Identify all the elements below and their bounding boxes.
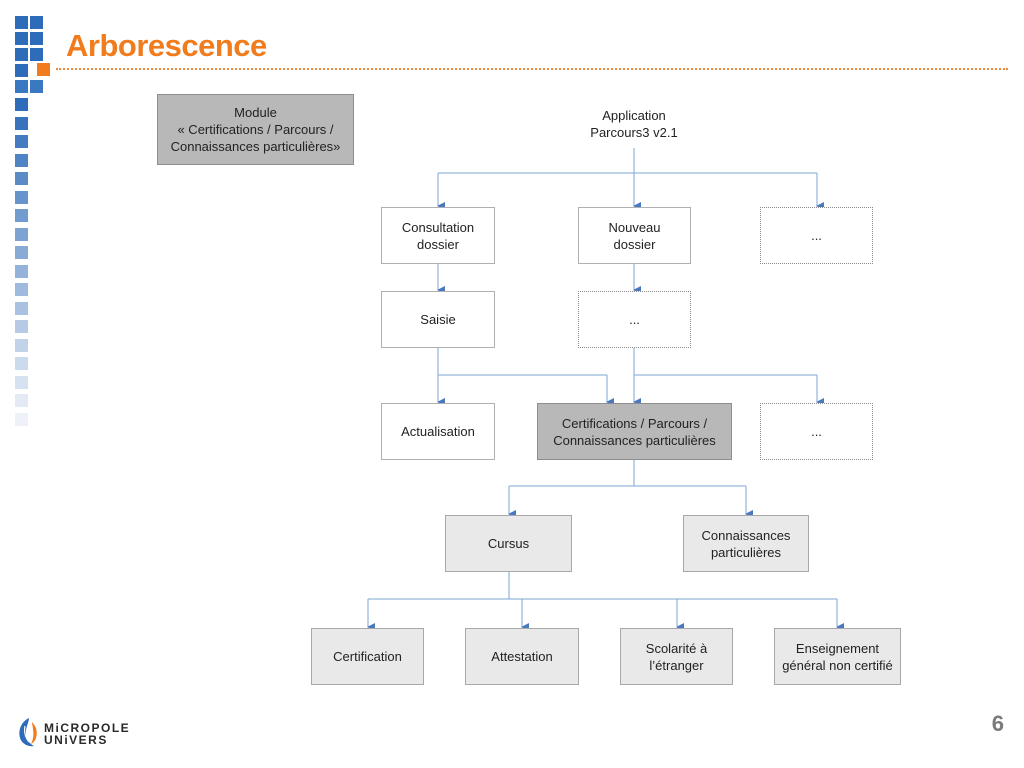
- decorative-square: [15, 16, 28, 29]
- decorative-square: [15, 32, 28, 45]
- title-divider: [56, 68, 1008, 70]
- decorative-square: [15, 375, 28, 389]
- decorative-square: [15, 48, 28, 61]
- decorative-square: [30, 80, 43, 93]
- logo-text-micropole: MiCROPOLE: [44, 721, 131, 735]
- decorative-square: [15, 394, 28, 407]
- logo-text-univers: UNiVERS: [44, 733, 108, 747]
- decorative-square: [15, 116, 28, 130]
- decorative-square: [15, 412, 28, 426]
- slide-title: Arborescence: [66, 28, 267, 63]
- node-consultation-dossier: Consultation dossier: [381, 207, 495, 264]
- page-number: 6: [991, 711, 1004, 736]
- decorative-square: [30, 32, 43, 45]
- node-attestation: Attestation: [465, 628, 579, 685]
- decorative-square: [15, 98, 28, 111]
- micropole-logo-icon: [19, 718, 37, 747]
- node-nouveau-dossier: Nouveau dossier: [578, 207, 691, 264]
- decorative-square: [15, 227, 28, 241]
- micropole-univers-logo: MiCROPOLE UNiVERS: [16, 716, 146, 750]
- decorative-square: [15, 338, 28, 352]
- node-connaissances-particulieres: Connaissances particulières: [683, 515, 809, 572]
- node-scolarite-etranger: Scolarité à l’étranger: [620, 628, 733, 685]
- decorative-square: [37, 63, 50, 76]
- decorative-square: [15, 246, 28, 259]
- decorative-square: [15, 172, 28, 185]
- node-actualisation: Actualisation: [381, 403, 495, 460]
- root-node-application: Application Parcours3 v2.1: [590, 108, 678, 140]
- node-cursus: Cursus: [445, 515, 572, 572]
- node-ellipsis-mid: ...: [578, 291, 691, 348]
- node-certification: Certification: [311, 628, 424, 685]
- decorative-square: [15, 301, 28, 315]
- decorative-square: [15, 80, 28, 93]
- node-saisie: Saisie: [381, 291, 495, 348]
- node-ellipsis-top: ...: [760, 207, 873, 264]
- node-ellipsis-right: ...: [760, 403, 873, 460]
- decorative-square: [15, 357, 28, 370]
- decorative-square: [30, 16, 43, 29]
- decorative-square: [15, 135, 28, 148]
- decorative-square: [15, 190, 28, 204]
- decorative-square: [15, 283, 28, 296]
- decorative-square: [15, 320, 28, 333]
- node-enseignement-general: Enseignement général non certifié: [774, 628, 901, 685]
- decorative-square: [15, 209, 28, 222]
- module-label-box: Module « Certifications / Parcours / Con…: [157, 94, 354, 165]
- decorative-square: [15, 64, 28, 77]
- decorative-square: [15, 153, 28, 167]
- decorative-square: [15, 264, 28, 278]
- node-certifications-parcours: Certifications / Parcours / Connaissance…: [537, 403, 732, 460]
- decorative-square: [30, 48, 43, 61]
